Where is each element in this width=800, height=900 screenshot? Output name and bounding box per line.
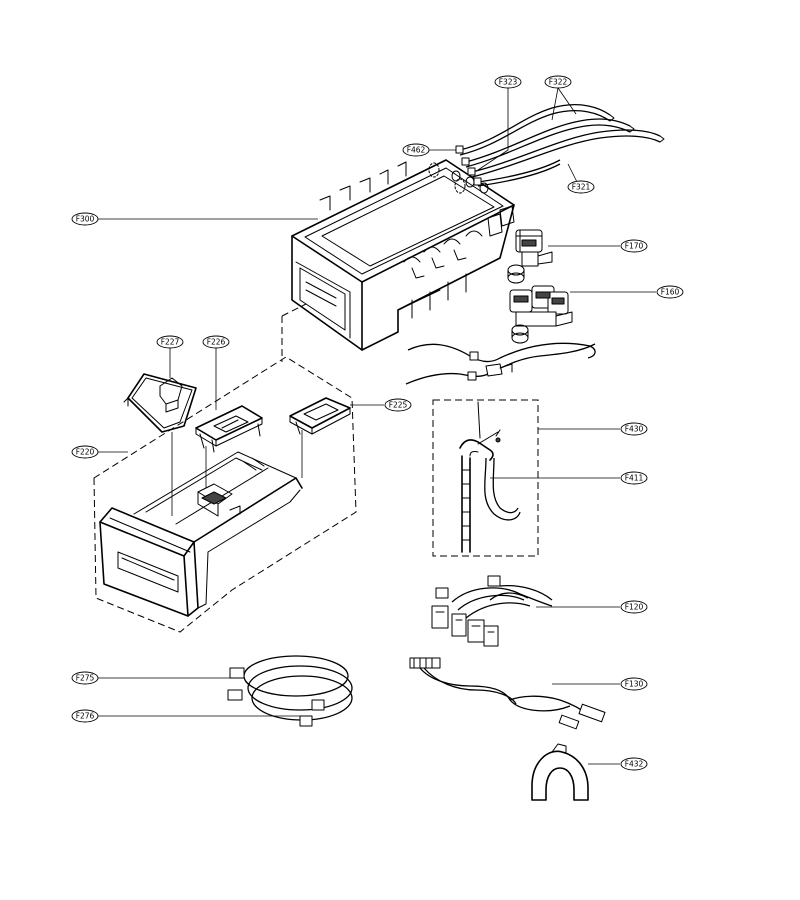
siphon-cap-f227 bbox=[123, 373, 197, 433]
drain-hose-group bbox=[432, 399, 539, 557]
callout-label: F130 bbox=[625, 680, 644, 689]
callout-label: F323 bbox=[499, 78, 518, 87]
callout-f462: F462 bbox=[402, 143, 430, 157]
callout-f322: F322 bbox=[544, 75, 572, 89]
water-valve-single bbox=[507, 229, 553, 284]
callout-f275: F275 bbox=[71, 671, 99, 685]
callout-label: F220 bbox=[76, 448, 95, 457]
callout-label: F120 bbox=[625, 603, 644, 612]
callout-f227: F227 bbox=[156, 335, 184, 349]
assembly-guides bbox=[171, 430, 303, 516]
callout-label: F275 bbox=[76, 674, 95, 683]
callout-label: F432 bbox=[625, 760, 644, 769]
callout-label: F322 bbox=[549, 78, 568, 87]
inlet-hoses bbox=[455, 104, 665, 187]
callout-label: F321 bbox=[572, 183, 591, 192]
siphon-insert-f226 bbox=[195, 405, 263, 453]
callout-label: F227 bbox=[161, 338, 180, 347]
callout-f226: F226 bbox=[202, 335, 230, 349]
callout-f300: F300 bbox=[71, 212, 99, 226]
callout-f130: F130 bbox=[620, 677, 648, 691]
valve-harness bbox=[405, 342, 596, 385]
callout-f276: F276 bbox=[71, 709, 99, 723]
callout-label: F411 bbox=[625, 474, 644, 483]
dispenser-housing bbox=[291, 159, 515, 351]
callout-label: F300 bbox=[76, 215, 95, 224]
callout-label: F276 bbox=[76, 712, 95, 721]
callout-f120: F120 bbox=[620, 600, 648, 614]
siphon-insert-f225 bbox=[289, 397, 351, 435]
callout-label: F160 bbox=[661, 288, 680, 297]
dispenser-drawer bbox=[99, 451, 303, 617]
callout-label: F225 bbox=[389, 401, 408, 410]
callout-label: F462 bbox=[407, 146, 426, 155]
callout-label: F430 bbox=[625, 425, 644, 434]
callout-f160: F160 bbox=[656, 285, 684, 299]
callout-label: F170 bbox=[625, 242, 644, 251]
callout-f323: F323 bbox=[494, 75, 522, 89]
callout-f321: F321 bbox=[567, 180, 595, 194]
callout-label: F226 bbox=[207, 338, 226, 347]
coiled-cable bbox=[227, 655, 353, 727]
callout-f170: F170 bbox=[620, 239, 648, 253]
callout-f432: F432 bbox=[620, 757, 648, 771]
callout-f430: F430 bbox=[620, 422, 648, 436]
callout-f411: F411 bbox=[620, 471, 648, 485]
callout-f225: F225 bbox=[384, 398, 412, 412]
drawer-group-boundary bbox=[93, 303, 357, 633]
wiring-harness-f130 bbox=[409, 657, 606, 730]
callout-f220: F220 bbox=[71, 445, 99, 459]
water-valve-triple bbox=[509, 285, 573, 344]
clip-f432 bbox=[531, 743, 589, 801]
leader-lines bbox=[98, 87, 656, 765]
wiring-harness-f120 bbox=[431, 575, 553, 647]
